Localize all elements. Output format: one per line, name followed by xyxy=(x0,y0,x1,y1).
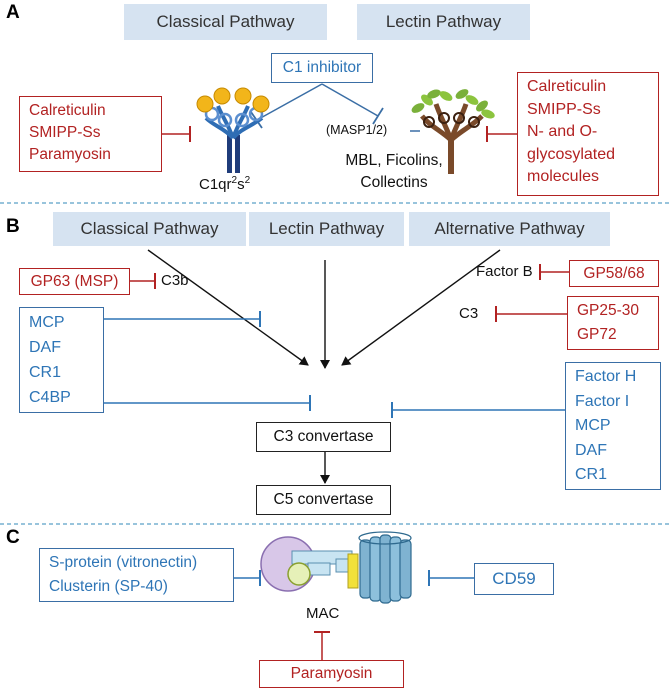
mac-complex-icon xyxy=(260,531,412,604)
alternative-arrow xyxy=(341,249,501,366)
gp58-box: GP58/68 xyxy=(569,260,659,287)
regulator-item: C4BP xyxy=(29,389,71,406)
panel-b-right-regulator-box: Factor H Factor I MCP DAF CR1 xyxy=(565,362,661,490)
panel-label-c: C xyxy=(6,527,20,548)
inhibitor-item: SMIPP-Ss xyxy=(29,124,101,141)
inhibitor-item: Calreticulin xyxy=(527,78,607,95)
regulator-item: S-protein (vitronectin) xyxy=(49,554,198,571)
c1-inhibitor-box: C1 inhibitor xyxy=(271,53,373,83)
lectin-molecules-label: MBL, Ficolins, Collectins xyxy=(334,150,454,194)
regulator-item: MCP xyxy=(29,314,65,331)
factor-b-label: Factor B xyxy=(476,263,533,280)
c1-complex-label: C1qr2s2 xyxy=(199,175,250,193)
c1-label-sup2: 2 xyxy=(244,175,251,186)
regulator-item: Clusterin (SP-40) xyxy=(49,578,168,595)
inhibitor-item: Calreticulin xyxy=(29,102,106,119)
lectin-molecules-line: MBL, Ficolins, xyxy=(345,152,443,169)
gp-item: GP25-30 xyxy=(577,302,640,319)
cd59-box: CD59 xyxy=(474,563,554,595)
c1-inhibitor-to-masp-bar xyxy=(372,107,384,125)
gp63-box: GP63 (MSP) xyxy=(19,268,130,295)
inhibitor-item: glycosylated xyxy=(527,145,616,163)
c3-convertase-box: C3 convertase xyxy=(256,422,391,452)
inhibitor-item: SMIPP-Ss xyxy=(527,100,601,118)
panel-b-classical-pathway: Classical Pathway xyxy=(53,212,246,246)
c5-convertase-box: C5 convertase xyxy=(256,485,391,515)
c1-inhibitor-to-c1-line xyxy=(256,83,323,121)
c1-label-main: C1qr xyxy=(199,176,232,193)
classical-arrow xyxy=(147,249,309,366)
regulator-item: Factor H xyxy=(575,368,637,385)
panel-a-classical-pathway: Classical Pathway xyxy=(124,4,327,40)
panel-b-lectin-pathway: Lectin Pathway xyxy=(249,212,404,246)
inhibitor-item: molecules xyxy=(527,168,600,185)
panel-a-left-inhibitor-box: Calreticulin SMIPP-Ss Paramyosin xyxy=(19,96,162,172)
regulator-item: DAF xyxy=(29,339,61,356)
panel-b-alternative-pathway: Alternative Pathway xyxy=(409,212,610,246)
panel-b-left-regulator-box: MCP DAF CR1 C4BP xyxy=(19,307,104,413)
inhibitor-item: Paramyosin xyxy=(29,146,111,163)
gp-item: GP72 xyxy=(577,326,617,343)
panel-a-lectin-pathway: Lectin Pathway xyxy=(357,4,530,40)
c3-label: C3 xyxy=(459,305,479,322)
c3b-label: C3b xyxy=(161,272,189,289)
regulator-item: DAF xyxy=(575,441,607,459)
panel-c-paramyosin-box: Paramyosin xyxy=(259,660,404,688)
panel-c-left-regulator-box: S-protein (vitronectin) Clusterin (SP-40… xyxy=(39,548,234,602)
panel-label-a: A xyxy=(6,2,20,23)
masp-label: (MASP1/2) xyxy=(326,123,388,137)
c1-molecule-icon xyxy=(196,87,270,173)
regulator-item: Factor I xyxy=(575,392,630,410)
regulator-item: MCP xyxy=(575,417,611,434)
c1-label-sup1: 2 xyxy=(231,175,238,186)
c1-inhibitor-to-masp-line xyxy=(321,83,379,117)
panel-a-right-inhibitor-box: Calreticulin SMIPP-Ss N- and O- glycosyl… xyxy=(517,72,659,196)
panel-label-b: B xyxy=(6,216,20,237)
regulator-item: CR1 xyxy=(575,466,608,483)
lectin-molecules-line: Collectins xyxy=(360,174,428,191)
mac-label: MAC xyxy=(306,605,340,622)
c1-label-mid: s xyxy=(237,176,245,193)
regulator-item: CR1 xyxy=(29,364,62,381)
gp25-box: GP25-30 GP72 xyxy=(567,296,659,350)
mbl-tree-icon xyxy=(411,89,495,174)
inhibitor-item: N- and O- xyxy=(527,123,598,140)
